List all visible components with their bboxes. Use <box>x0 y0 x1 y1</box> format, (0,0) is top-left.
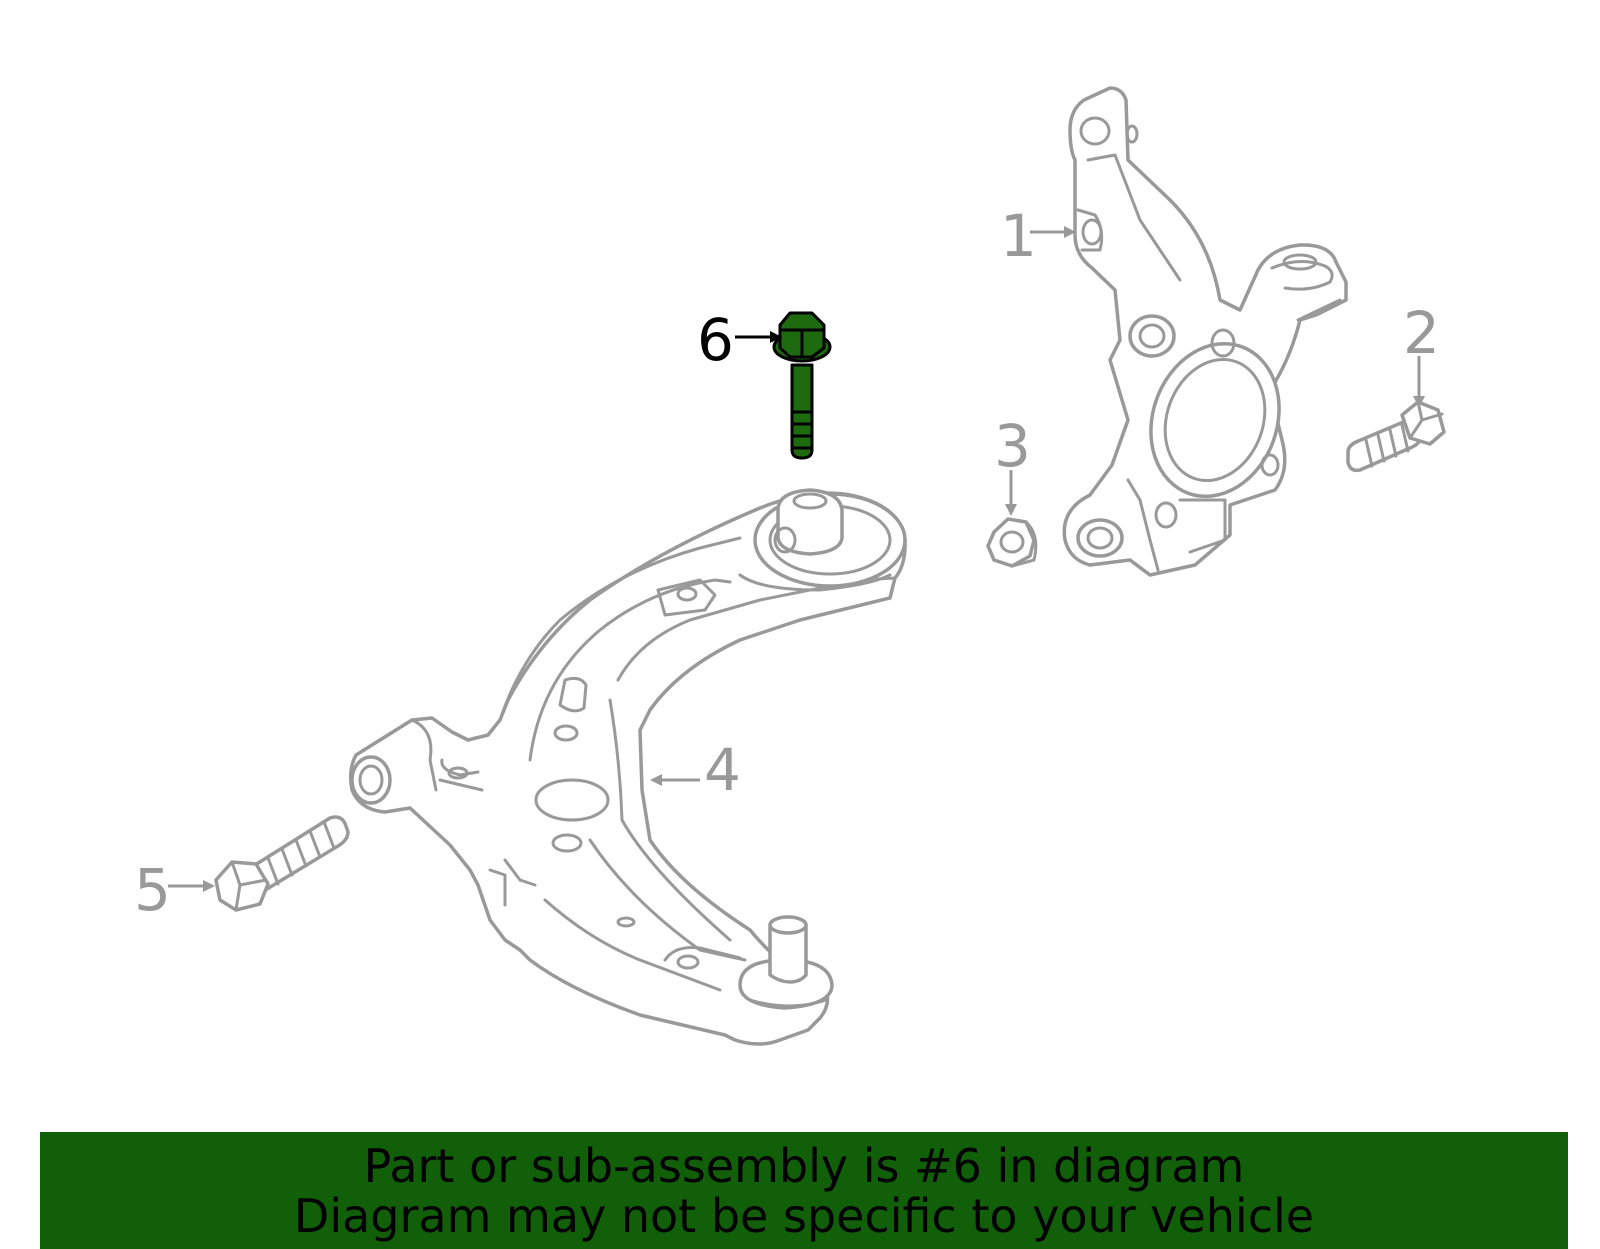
part-2-bolt[interactable] <box>1346 400 1446 473</box>
callout-arrow-2 <box>1413 356 1425 408</box>
info-banner: Part or sub-assembly is #6 in diagram Di… <box>40 1132 1568 1249</box>
callout-arrow-4 <box>650 774 700 786</box>
callout-arrow-5 <box>168 880 215 892</box>
callout-arrow-1 <box>1030 226 1076 238</box>
callout-label-4: 4 <box>704 736 741 804</box>
callout-arrow-6 <box>735 331 782 343</box>
callout-label-1: 1 <box>1000 202 1037 270</box>
part-5-bolt[interactable] <box>214 815 350 912</box>
callout-label-5: 5 <box>134 856 171 924</box>
banner-line-2: Diagram may not be specific to your vehi… <box>293 1189 1315 1243</box>
callout-label-3: 3 <box>994 412 1031 480</box>
callout-arrow-3 <box>1005 470 1017 516</box>
part-4-lower-control-arm[interactable] <box>348 488 907 1046</box>
banner-line-1: Part or sub-assembly is #6 in diagram <box>363 1139 1245 1193</box>
part-1-steering-knuckle[interactable] <box>1062 86 1348 577</box>
part-3-nut[interactable] <box>986 517 1038 568</box>
callout-label-2: 2 <box>1403 299 1440 367</box>
part-6-bolt-highlighted[interactable] <box>772 311 832 460</box>
callout-label-6: 6 <box>697 306 734 374</box>
